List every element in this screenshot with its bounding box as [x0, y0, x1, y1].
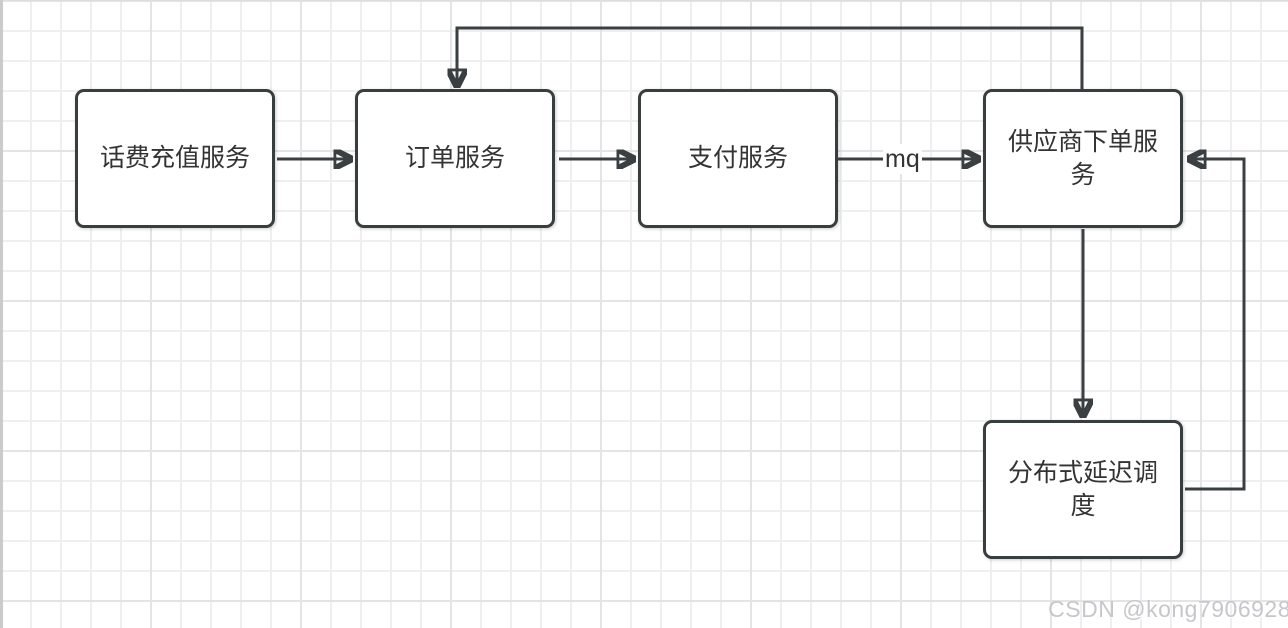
edge-scheduler-to-supplier-right-loop	[1185, 159, 1246, 491]
node-order-service: 订单服务	[355, 89, 555, 228]
screen-top-edge	[0, 0, 1288, 1]
node-supplier-order-service: 供应商下单服务	[983, 89, 1183, 228]
edge-label-mq: mq	[883, 144, 922, 174]
screen-left-edge	[0, 0, 3, 628]
node-distributed-delay-scheduler-label: 分布式延迟调度	[1007, 459, 1158, 520]
node-payment-service: 支付服务	[638, 89, 838, 228]
node-recharge-service: 话费充值服务	[75, 89, 275, 228]
node-supplier-order-service-label: 供应商下单服务	[1007, 128, 1158, 189]
edge-supplier-to-order-top-loop	[457, 26, 1084, 90]
watermark: CSDN @kong7906928	[1048, 596, 1288, 622]
node-recharge-service-label: 话费充值服务	[99, 144, 250, 173]
node-payment-service-label: 支付服务	[687, 144, 788, 173]
node-distributed-delay-scheduler: 分布式延迟调度	[983, 420, 1183, 559]
node-order-service-label: 订单服务	[404, 144, 505, 173]
